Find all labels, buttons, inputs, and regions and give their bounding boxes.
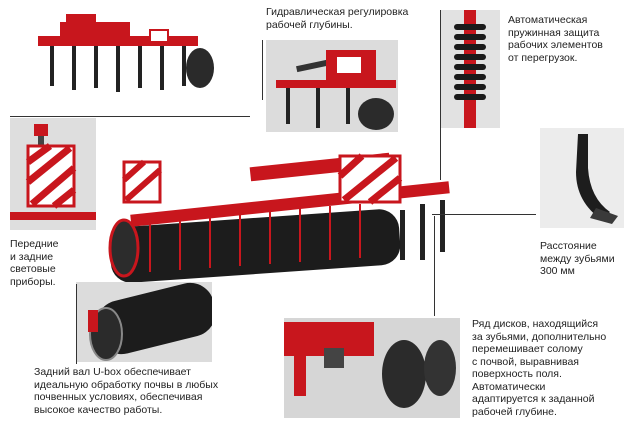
spring-photo [440,10,500,128]
lights-photo [10,118,96,230]
discs-photo [284,318,460,418]
leader-line-spring [440,10,441,180]
leader-line-discs [434,216,435,316]
leader-line-tine [432,214,536,215]
roller-photo [76,282,212,362]
hydraulic-photo [266,40,398,132]
leader-line-hydraulic [262,40,263,100]
tine-photo [540,128,624,228]
leader-line-roller [76,284,77,364]
overview-photo [20,8,220,100]
main-machine-illustration [100,140,460,290]
leader-line-lights [10,116,250,117]
